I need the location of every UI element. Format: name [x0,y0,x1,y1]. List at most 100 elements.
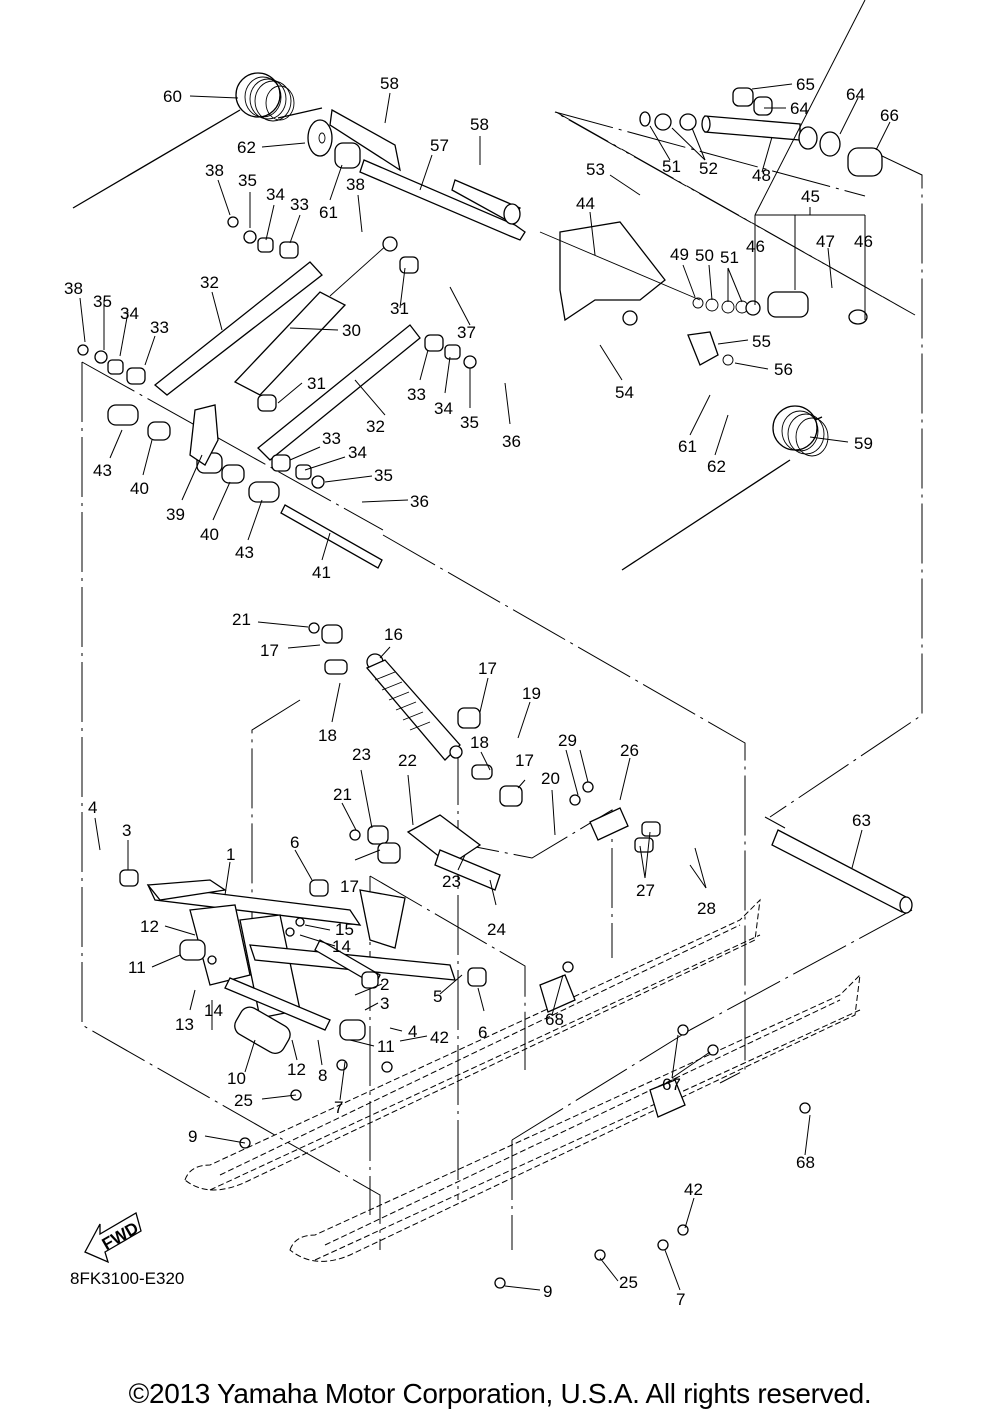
callout-22: 22 [398,751,417,770]
callout-3: 3 [122,821,131,840]
callout-11: 11 [128,958,146,977]
callout-24: 24 [487,920,506,939]
callout-35: 35 [460,413,479,432]
callout-6: 6 [478,1023,487,1042]
callout-63: 63 [852,811,871,830]
shaft-48 [701,115,818,150]
callout-23: 23 [442,872,461,891]
torsion-spring-60 [72,72,323,209]
callout-21: 21 [333,785,352,804]
callout-43: 43 [235,543,254,562]
callout-17: 17 [515,751,534,770]
callout-58: 58 [470,115,489,134]
upper-arm-44 [539,221,868,366]
callout-33: 33 [290,195,309,214]
callout-38: 38 [64,279,83,298]
callout-67: 67 [662,1075,681,1094]
callout-33: 33 [322,429,341,448]
callout-20: 20 [541,769,560,788]
callout-5: 5 [433,987,442,1006]
callout-65: 65 [796,75,815,94]
callout-34: 34 [266,185,285,204]
callout-41: 41 [312,563,331,582]
callout-18: 18 [318,726,337,745]
callout-6: 6 [290,833,299,852]
callout-56: 56 [774,360,793,379]
callout-66: 66 [880,106,899,125]
shock-absorber-16 [308,622,463,761]
callout-68: 68 [545,1010,564,1029]
rear-shaft-63 [771,829,913,914]
callout-21: 21 [232,610,251,629]
callout-14: 14 [204,1001,223,1020]
callout-9: 9 [188,1127,197,1146]
callout-1: 1 [226,845,235,864]
callout-27: 27 [636,881,655,900]
callout-64: 64 [846,85,865,104]
callout-45: 45 [801,187,820,206]
callout-60: 60 [163,87,182,106]
callout-36: 36 [410,492,429,511]
callout-34: 34 [434,399,453,418]
callout-34: 34 [120,304,139,323]
callout-42: 42 [684,1180,703,1199]
callout-38: 38 [205,161,224,180]
callout-25: 25 [234,1091,253,1110]
callout-37: 37 [457,323,476,342]
callout-51: 51 [720,248,739,267]
callout-34: 34 [348,443,367,462]
callout-68: 68 [796,1153,815,1172]
callout-62: 62 [707,457,726,476]
callout-18: 18 [470,733,489,752]
callout-64: 64 [790,99,809,118]
callout-13: 13 [175,1015,194,1034]
callout-38: 38 [346,175,365,194]
callout-15: 15 [335,920,354,939]
damper-30 [233,236,398,396]
callout-7: 7 [334,1098,343,1117]
callout-33: 33 [407,385,426,404]
callout-54: 54 [615,383,634,402]
bushings-upper-right [639,87,883,177]
callout-57: 57 [430,136,449,155]
callout-35: 35 [238,171,257,190]
callout-9: 9 [543,1282,552,1301]
callout-14: 14 [332,937,351,956]
callout-59: 59 [854,434,873,453]
callout-40: 40 [130,479,149,498]
callout-43: 43 [93,461,112,480]
cap-58b [451,179,521,225]
torsion-spring-59 [621,405,829,571]
group-boundary-lines [81,111,923,1250]
callout-3: 3 [380,994,389,1013]
callout-labels: 60 58 58 62 57 61 38 35 34 33 38 32 30 3… [64,74,899,1309]
callout-35: 35 [93,292,112,311]
callout-58: 58 [380,74,399,93]
callout-leaders [79,0,891,1291]
callout-44: 44 [576,194,595,213]
callout-49: 49 [670,245,689,264]
callout-47: 47 [816,232,835,251]
callout-28: 28 [697,899,716,918]
callout-17: 17 [478,659,497,678]
callout-61: 61 [678,437,697,456]
callout-8: 8 [318,1066,327,1085]
callout-50: 50 [695,246,714,265]
callout-25: 25 [619,1273,638,1292]
link-rods-32 [153,261,421,461]
callout-32: 32 [200,273,219,292]
callout-40: 40 [200,525,219,544]
shock-hardware [349,707,661,891]
front-arm-1 [119,869,487,1054]
callout-16: 16 [384,625,403,644]
callout-26: 26 [620,741,639,760]
small-hardware-upper [77,216,477,569]
slide-rail-right [289,973,861,1262]
diagram-code: 8FK3100-E320 [70,1269,185,1288]
washer-62 [307,119,361,169]
callout-36: 36 [502,432,521,451]
callout-42: 42 [430,1028,449,1047]
shaft-57 [359,159,526,241]
callout-61: 61 [319,203,338,222]
callout-17: 17 [260,641,279,660]
